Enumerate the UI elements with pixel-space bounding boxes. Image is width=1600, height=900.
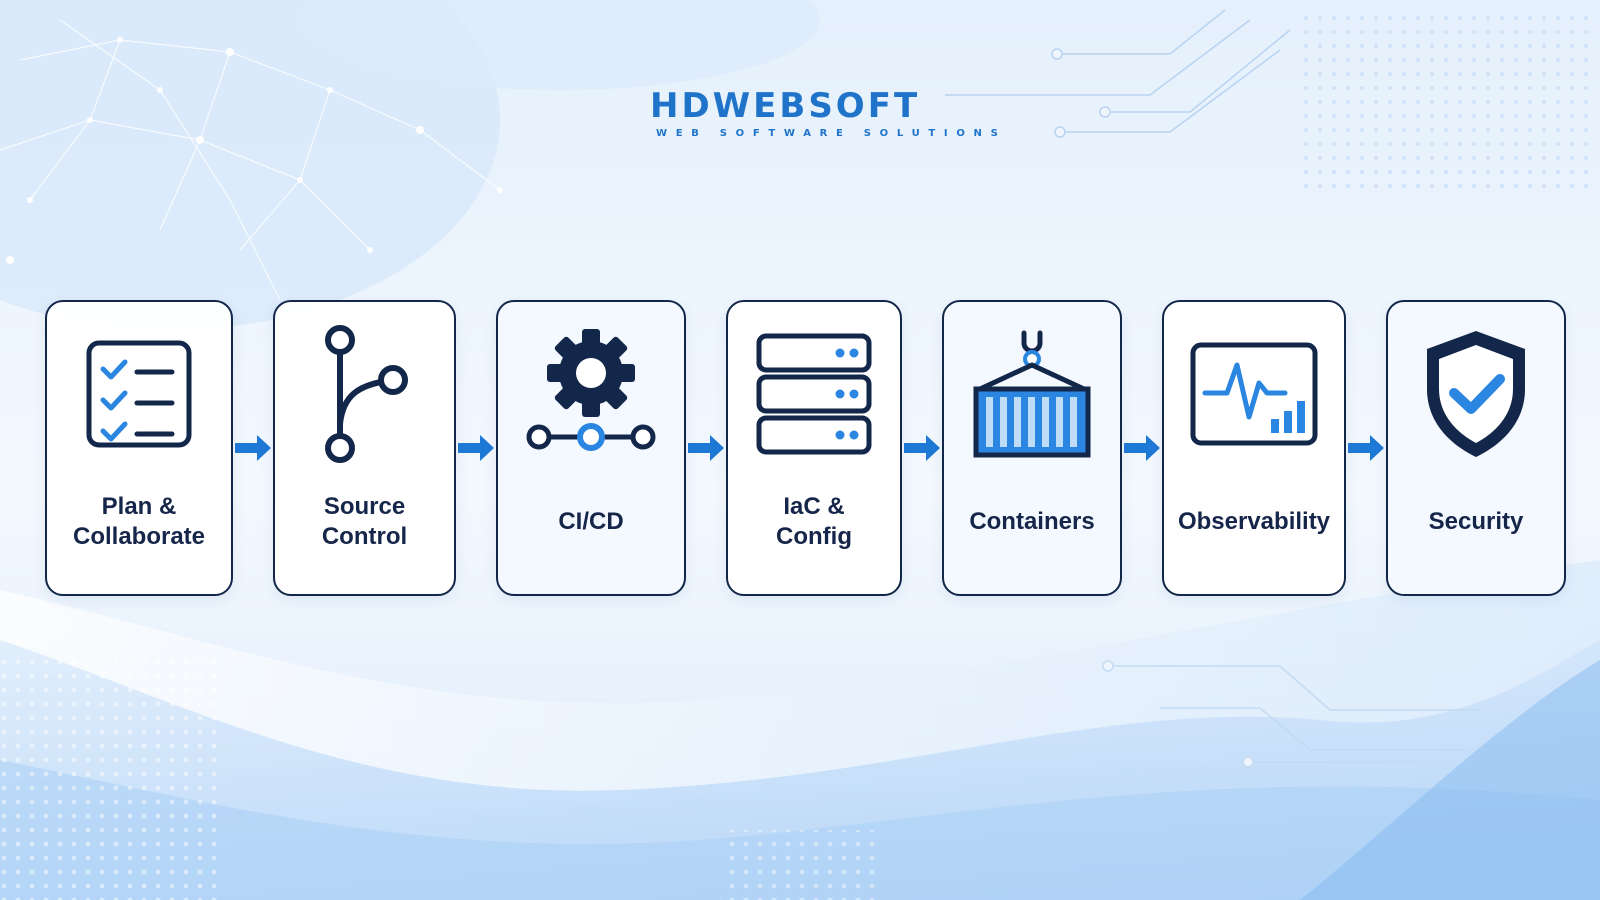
arrow-icon xyxy=(1346,433,1386,463)
shield-check-icon xyxy=(1427,331,1525,457)
step-label: Source Control xyxy=(321,493,408,550)
step-security: Security xyxy=(1386,300,1566,596)
gear-pipeline-icon xyxy=(526,329,656,451)
brand-logo: HDWEBSOFT WEB SOFTWARE SOLUTIONS xyxy=(650,86,998,148)
brand-tagline: WEB SOFTWARE SOLUTIONS xyxy=(656,128,1007,139)
shipping-container-icon xyxy=(973,330,1091,458)
step-containers: Containers xyxy=(942,300,1122,596)
step-label: Observability xyxy=(1177,508,1331,535)
arrow-icon xyxy=(233,433,273,463)
step-plan-collaborate: Plan & Collaborate xyxy=(45,300,233,596)
step-label: Security xyxy=(1428,508,1524,535)
arrow-icon xyxy=(902,433,942,463)
devops-pipeline: Plan & Collaborate Source Control xyxy=(45,300,1566,596)
git-branch-icon xyxy=(324,325,408,463)
step-label: CI/CD xyxy=(558,508,624,535)
server-stack-icon xyxy=(756,333,872,455)
step-iac-config: IaC & Config xyxy=(726,300,902,596)
step-label: Containers xyxy=(969,508,1095,535)
step-observability: Observability xyxy=(1162,300,1346,596)
arrow-icon xyxy=(1122,433,1162,463)
step-label: Plan & Collaborate xyxy=(72,493,206,550)
monitor-heartbeat-icon xyxy=(1190,342,1318,446)
brand-name: HDWEBSOFT xyxy=(650,86,921,126)
step-label: IaC & Config xyxy=(776,493,852,550)
arrow-icon xyxy=(456,433,496,463)
step-source-control: Source Control xyxy=(273,300,456,596)
checklist-icon xyxy=(86,340,192,448)
step-ci-cd: CI/CD xyxy=(496,300,686,596)
arrow-icon xyxy=(686,433,726,463)
